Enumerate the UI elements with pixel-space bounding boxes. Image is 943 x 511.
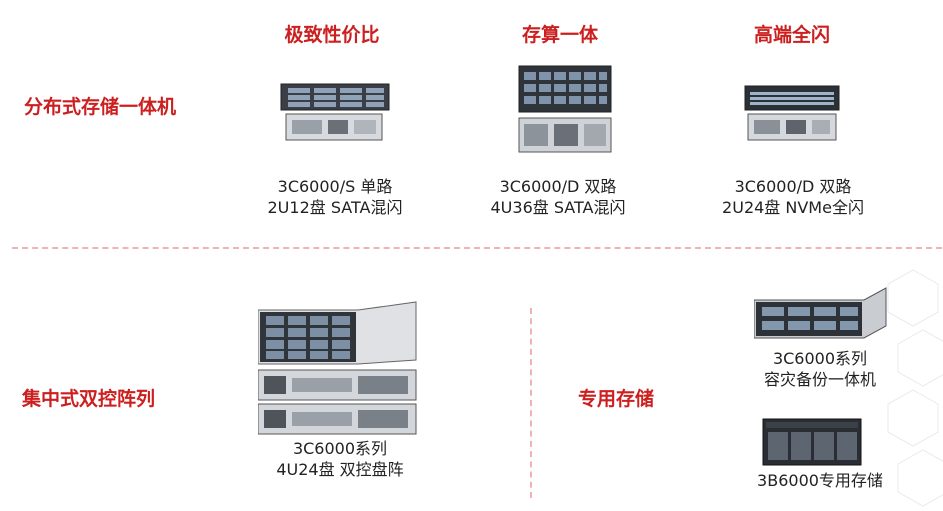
caption-line: 3C6000/S 单路 xyxy=(277,177,393,196)
caption-product-1: 3C6000/S 单路 2U12盘 SATA混闪 xyxy=(245,176,425,218)
server-image-2u24 xyxy=(744,84,840,142)
header-all-flash: 高端全闪 xyxy=(753,24,830,46)
vertical-divider xyxy=(530,308,532,498)
header-cost-effective: 极致性价比 xyxy=(284,24,380,46)
header-compute-storage: 存算一体 xyxy=(521,24,598,46)
caption-product-2: 3C6000/D 双路 4U36盘 SATA混闪 xyxy=(468,176,648,218)
server-image-backup xyxy=(754,286,888,340)
caption-line: 容灾备份一体机 xyxy=(763,370,876,389)
caption-product-4: 3C6000系列 4U24盘 双控盘阵 xyxy=(250,438,430,480)
caption-line: 3C6000/D 双路 xyxy=(499,177,617,196)
caption-product-5: 3C6000系列 容灾备份一体机 xyxy=(730,348,910,390)
server-image-4u24 xyxy=(258,300,418,436)
server-image-4u36 xyxy=(518,64,612,154)
caption-line: 2U24盘 NVMe全闪 xyxy=(722,198,864,217)
caption-line: 2U12盘 SATA混闪 xyxy=(267,198,403,217)
server-image-2u12 xyxy=(280,82,390,144)
caption-line: 3C6000系列 xyxy=(292,439,388,458)
row-label-dedicated: 专用存储 xyxy=(578,388,655,410)
caption-product-6: 3B6000专用存储 xyxy=(730,470,910,491)
server-image-3b6000 xyxy=(762,418,862,466)
caption-line: 4U24盘 双控盘阵 xyxy=(276,460,404,479)
caption-product-3: 3C6000/D 双路 2U24盘 NVMe全闪 xyxy=(703,176,883,218)
caption-line: 3C6000/D 双路 xyxy=(734,177,852,196)
horizontal-divider xyxy=(12,247,942,249)
caption-line: 4U36盘 SATA混闪 xyxy=(490,198,626,217)
row-label-distributed: 分布式存储一体机 xyxy=(24,96,177,118)
row-label-centralized: 集中式双控阵列 xyxy=(22,388,156,410)
decorative-pattern xyxy=(883,260,943,511)
caption-line: 3C6000系列 xyxy=(772,349,868,368)
caption-line: 3B6000专用存储 xyxy=(757,471,883,490)
